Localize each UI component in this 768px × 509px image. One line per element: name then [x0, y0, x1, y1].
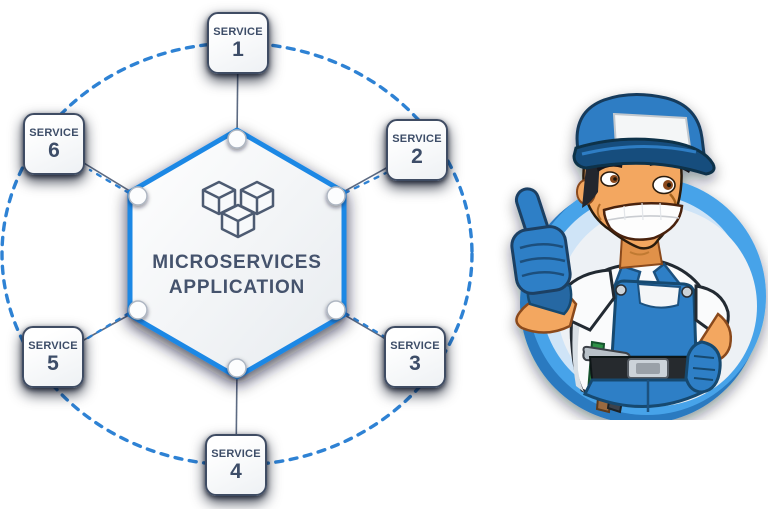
tool-belt — [582, 356, 710, 412]
service-label: SERVICE — [392, 133, 442, 145]
smile — [602, 202, 684, 241]
cubes-icon — [201, 180, 275, 239]
node-top — [227, 129, 247, 149]
service-label: SERVICE — [213, 26, 263, 38]
service-box-4: SERVICE 4 — [205, 434, 267, 496]
service-number: 6 — [48, 139, 60, 162]
handyman-character — [510, 93, 766, 420]
service-number: 5 — [47, 352, 59, 375]
service-box-5: SERVICE 5 — [22, 326, 84, 388]
eyes — [600, 171, 676, 195]
service-label: SERVICE — [28, 340, 78, 352]
hexagon-title: MICROSERVICES APPLICATION — [137, 250, 337, 300]
fist — [510, 225, 572, 295]
node-top-left — [128, 186, 148, 206]
service-box-3: SERVICE 3 — [384, 326, 446, 388]
service-box-2: SERVICE 2 — [386, 119, 448, 181]
service-number: 1 — [232, 38, 244, 61]
service-box-1: SERVICE 1 — [207, 12, 269, 74]
service-label: SERVICE — [29, 127, 79, 139]
thumbs-up-glove — [510, 187, 572, 295]
strap-button — [681, 286, 693, 298]
service-label: SERVICE — [211, 448, 261, 460]
node-top-right — [326, 186, 346, 206]
handyman-cap — [572, 93, 716, 176]
right-glove — [684, 340, 722, 394]
connector-dash-accents — [86, 168, 394, 342]
service-box-6: SERVICE 6 — [23, 113, 85, 175]
service-label: SERVICE — [390, 340, 440, 352]
bib-pocket — [636, 282, 682, 309]
service-number: 2 — [411, 145, 423, 168]
strap-button — [615, 284, 627, 296]
node-bottom — [227, 358, 247, 378]
mascot-illustration — [510, 93, 766, 420]
right-arm — [684, 284, 732, 394]
overalls-bib — [608, 262, 698, 359]
hexagon-title-line2: APPLICATION — [168, 277, 306, 298]
left-arm — [510, 187, 616, 334]
hexagon-title-line1: MICROSERVICES — [152, 252, 322, 273]
node-bottom-left — [128, 300, 148, 320]
hexagon-nodes — [128, 129, 346, 378]
service-number: 3 — [409, 352, 421, 375]
service-number: 4 — [230, 460, 242, 483]
node-bottom-right — [326, 300, 346, 320]
